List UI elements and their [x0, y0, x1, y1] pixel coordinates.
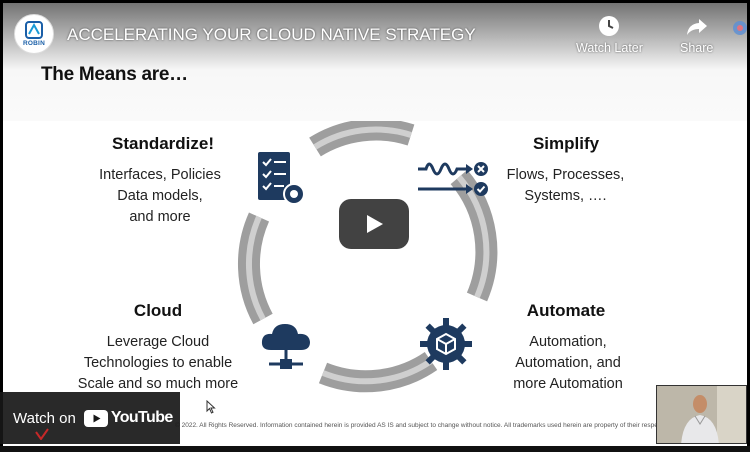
watch-later-button[interactable]: Watch Later: [576, 14, 643, 55]
youtube-logo-icon: [84, 410, 108, 427]
cloud-network-icon: [259, 320, 313, 372]
automate-line: Automation, and: [493, 353, 643, 374]
watch-later-label: Watch Later: [576, 41, 643, 55]
more-options-icon[interactable]: [732, 18, 748, 38]
automate-line: Automation,: [493, 332, 643, 353]
watch-on-youtube-button[interactable]: Watch on YouTube: [0, 392, 180, 444]
play-button[interactable]: [339, 199, 409, 249]
slide-footer-disclaimer: © 2022. All Rights Reserved. Information…: [175, 422, 665, 429]
presenter-figure: [657, 386, 747, 444]
automation-gear-icon: [418, 316, 474, 372]
automate-description: Automation, Automation, and more Automat…: [493, 332, 643, 395]
channel-avatar[interactable]: ROBIN: [14, 14, 54, 54]
standardize-line: Data models,: [75, 186, 245, 207]
standardize-line: and more: [75, 207, 245, 228]
simplify-line: Flows, Processes,: [488, 165, 643, 186]
standardize-line: Interfaces, Policies: [75, 165, 245, 186]
watch-on-label: Watch on: [13, 410, 76, 427]
standardize-title: Standardize!: [93, 134, 233, 154]
automate-line: more Automation: [493, 374, 643, 395]
simplify-description: Flows, Processes, Systems, ….: [488, 165, 643, 207]
red-check-mark-icon: [35, 428, 49, 440]
cloud-line: Technologies to enable: [63, 353, 253, 374]
clock-icon: [597, 14, 621, 38]
share-label: Share: [680, 41, 713, 55]
video-title[interactable]: ACCELERATING YOUR CLOUD NATIVE STRATEGY: [67, 25, 476, 45]
cloud-description: Leverage Cloud Technologies to enable Sc…: [63, 332, 253, 395]
channel-logo-text: ROBIN: [23, 40, 45, 47]
flow-arrows-icon: [416, 155, 490, 199]
simplify-line: Systems, ….: [488, 186, 643, 207]
cloud-line: Leverage Cloud: [63, 332, 253, 353]
presenter-webcam: [656, 385, 747, 444]
share-arrow-icon: [685, 14, 709, 38]
youtube-logo: YouTube: [84, 409, 173, 427]
standardize-description: Interfaces, Policies Data models, and mo…: [75, 165, 245, 228]
automate-title: Automate: [501, 301, 631, 321]
youtube-wordmark: YouTube: [111, 409, 173, 427]
mouse-cursor-icon: [206, 400, 216, 414]
checklist-gear-icon: [256, 150, 308, 208]
player-bottom-bar: [0, 446, 750, 452]
play-icon: [363, 213, 385, 235]
simplify-title: Simplify: [501, 134, 631, 154]
share-button[interactable]: Share: [680, 14, 713, 55]
cloud-title: Cloud: [93, 301, 223, 321]
robin-logo-icon: [25, 21, 43, 39]
